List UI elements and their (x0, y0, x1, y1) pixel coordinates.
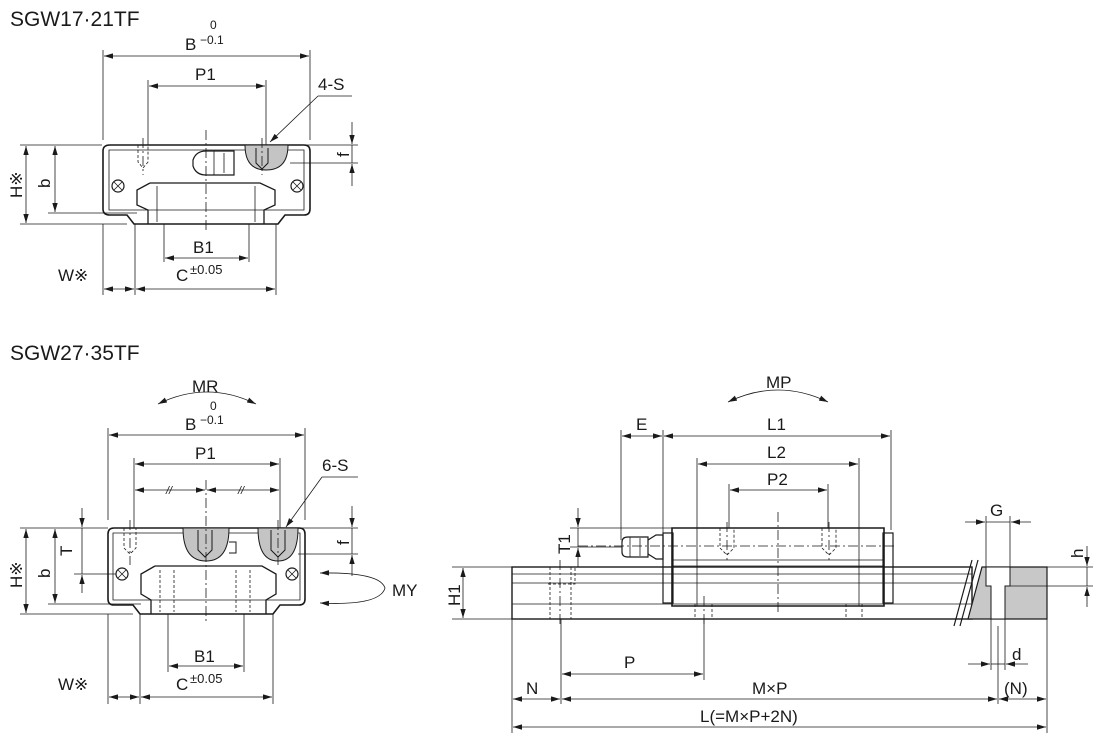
large-view-title: SGW27·35TF (10, 342, 140, 365)
large-w-label: W※ (58, 675, 88, 694)
small-b-tol-lower: −0.1 (200, 33, 224, 47)
side-g-label: G (990, 501, 1003, 520)
large-mr-label: MR (192, 377, 218, 396)
small-b-height-label: b (35, 179, 54, 188)
small-view-title: SGW17·21TF (10, 8, 140, 31)
large-h-label: H※ (7, 561, 26, 588)
large-p1-label: P1 (195, 444, 216, 463)
large-s-label: 6-S (322, 456, 348, 475)
side-n-label: N (526, 679, 538, 698)
side-n-paren-label: (N) (1004, 679, 1028, 698)
side-mp-label: MP (766, 373, 792, 392)
small-p1-label: P1 (195, 65, 216, 84)
large-b-tol-upper: 0 (210, 399, 217, 413)
side-e-label: E (636, 415, 647, 434)
small-b-tol-upper: 0 (210, 18, 217, 32)
side-l1-label: L1 (767, 415, 786, 434)
large-t-label: T (57, 546, 76, 556)
small-b1-label: B1 (193, 238, 214, 257)
side-t1-label: T1 (555, 534, 574, 554)
side-p2-label: P2 (767, 470, 788, 489)
small-end-view: SGW17·21TF B 0 −0.1 P1 4-S (7, 8, 358, 295)
large-c-tol: ±0.05 (190, 671, 222, 686)
large-b-height-label: b (35, 569, 54, 578)
large-b-tol-lower: −0.1 (200, 413, 224, 427)
side-l2-label: L2 (767, 443, 786, 462)
small-s-label: 4-S (318, 75, 344, 94)
large-equal-mark-right: // (237, 485, 245, 497)
side-h1-label: H1 (445, 584, 464, 606)
side-p-label: P (624, 653, 635, 672)
small-c-label: C (176, 266, 188, 285)
large-end-view: SGW27·35TF MR B 0 −0.1 P1 // // 6-S (7, 342, 418, 704)
side-d-label: d (1012, 645, 1021, 664)
side-l-total-label: L(=M×P+2N) (700, 707, 798, 726)
small-h-label: H※ (7, 171, 26, 198)
side-h-label: h (1068, 549, 1087, 558)
small-f-label: f (334, 152, 353, 157)
large-f-label: f (334, 540, 353, 545)
small-w-label: W※ (58, 266, 88, 285)
large-b1-label: B1 (194, 647, 215, 666)
side-view: MP E L1 L2 P2 (445, 373, 1093, 733)
large-my-label: MY (392, 581, 418, 600)
small-c-tol: ±0.05 (190, 262, 222, 277)
side-mxp-label: M×P (752, 679, 787, 698)
large-equal-mark-left: // (165, 485, 173, 497)
large-b-label: B (185, 415, 196, 434)
small-b-label: B (185, 35, 196, 54)
large-c-label: C (176, 675, 188, 694)
